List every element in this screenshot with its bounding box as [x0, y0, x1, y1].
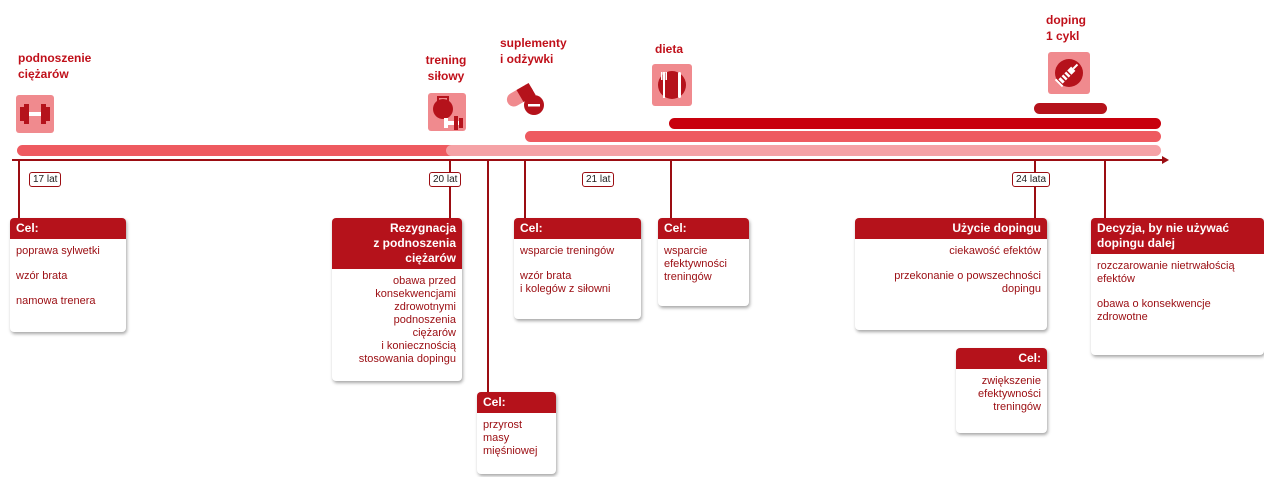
tick-20-5: [487, 160, 489, 392]
card-item: obawa przed konsekwencjami zdrowotnymi p…: [358, 275, 456, 365]
bar-weightlifting: [17, 145, 458, 156]
tick-17: [18, 160, 20, 218]
card-item: rozczarowanie nietrwałością efektów: [1097, 260, 1235, 285]
card-item: wzór brata: [16, 270, 68, 282]
age-label-17: 17 lat: [29, 172, 62, 187]
card-item: przyrost masy mięśniowej: [483, 419, 538, 457]
pills-icon: [504, 78, 546, 118]
card-quit-weightlifting: Rezygnacja z podnoszenia ciężarów obawa p…: [332, 218, 462, 381]
tick-24-5: [1104, 160, 1106, 218]
card-item: zwiększenie efektywności treningów: [978, 375, 1041, 413]
timeline-axis: [12, 159, 1164, 161]
card-item: wsparcie treningów: [520, 245, 615, 257]
dumbbell-icon: [16, 95, 54, 133]
tick-24: [1034, 160, 1036, 218]
card-stop-doping: Decyzja, by nie używać dopingu dalej rozc…: [1091, 218, 1264, 355]
card-item: wzór brata i kolegów z siłowni: [520, 270, 611, 295]
card-item: ciekawość efektów: [949, 245, 1041, 257]
card-goal-supplements: Cel: wsparcie treningów wzór brata i koleg…: [514, 218, 641, 319]
bar-strength-training: [446, 145, 1161, 156]
bar-diet: [669, 118, 1161, 129]
stage-label-diet: dieta: [655, 42, 684, 56]
card-item: wsparcie efektywności treningów: [664, 245, 727, 283]
bar-doping: [1034, 103, 1107, 114]
card-goal-doping: Cel: zwiększenie efektywności treningów: [956, 348, 1047, 433]
card-doping-use: Użycie dopingu ciekawość efektów przekonan…: [855, 218, 1047, 330]
stage-label-strength-training: trening siłowy: [425, 53, 467, 83]
card-item: poprawa sylwetki: [16, 245, 100, 257]
card-goal-strength: Cel: przyrost masy mięśniowej: [477, 392, 556, 474]
card-title: Cel:: [477, 392, 556, 413]
bar-supplements: [525, 131, 1161, 142]
card-title: Cel:: [10, 218, 126, 239]
kettlebell-dumbbell-icon: [428, 93, 466, 131]
age-label-21: 21 lat: [582, 172, 615, 187]
card-goal-weightlifting: Cel: poprawa sylwetki wzór brata namowa tre…: [10, 218, 126, 332]
tick-20: [449, 160, 451, 218]
card-title: Rezygnacja z podnoszenia ciężarów: [332, 218, 462, 269]
tick-21: [524, 160, 526, 218]
card-goal-diet: Cel: wsparcie efektywności treningów: [658, 218, 749, 306]
stage-label-weightlifting: podnoszenie ciężarów: [18, 51, 92, 81]
tick-21-5: [670, 160, 672, 218]
card-title: Cel:: [956, 348, 1047, 369]
timeline-arrow: [1162, 156, 1169, 164]
card-title: Użycie dopingu: [855, 218, 1047, 239]
card-title: Cel:: [658, 218, 749, 239]
card-title: Decyzja, by nie używać dopingu dalej: [1091, 218, 1264, 254]
card-item: namowa trenera: [16, 295, 96, 307]
stage-label-supplements: suplementy i odżywki: [500, 36, 567, 66]
stage-label-doping: doping 1 cykl: [1046, 13, 1086, 43]
card-item: przekonanie o powszechności dopingu: [894, 270, 1041, 295]
card-title: Cel:: [514, 218, 641, 239]
card-item: obawa o konsekwencje zdrowotne: [1097, 298, 1211, 323]
syringe-icon: [1048, 52, 1090, 94]
age-label-20: 20 lat: [429, 172, 462, 187]
age-label-24: 24 lata: [1012, 172, 1051, 187]
plate-cutlery-icon: [652, 64, 692, 106]
